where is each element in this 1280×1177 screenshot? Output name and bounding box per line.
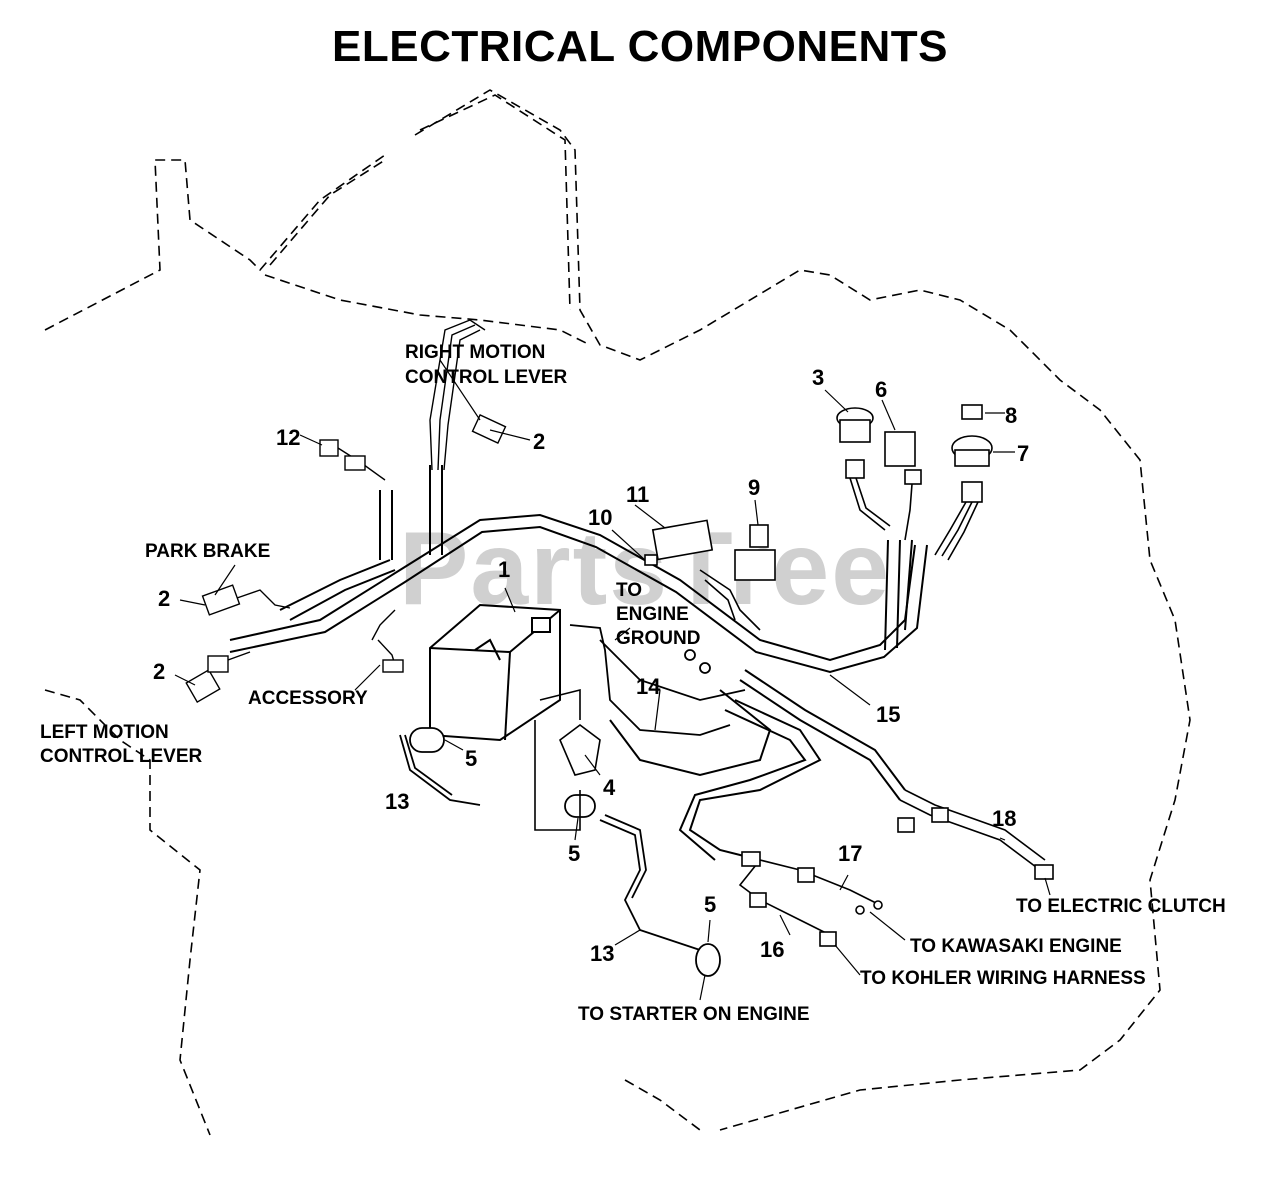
callout-8: 8 xyxy=(1005,403,1018,428)
label-to-kawasaki: TO KAWASAKI ENGINE xyxy=(910,936,1122,957)
label-to-kohler: TO KOHLER WIRING HARNESS xyxy=(860,968,1146,989)
cable-14 xyxy=(569,624,746,736)
left-motion-switch xyxy=(185,651,251,703)
chassis-outline xyxy=(44,89,1191,1136)
key-switch-7 xyxy=(934,435,993,561)
label-right-motion-line1: RIGHT MOTION xyxy=(405,342,546,363)
harness-16-17 xyxy=(738,851,883,947)
park-brake-switch xyxy=(201,584,291,616)
callout-7: 7 xyxy=(1017,441,1030,466)
callout-1: 1 xyxy=(498,557,511,582)
relay-9 xyxy=(734,524,776,581)
callout-2-park-brake: 2 xyxy=(158,586,171,611)
right-motion-wires xyxy=(429,319,507,471)
component-12 xyxy=(319,439,386,481)
switch-3 xyxy=(836,407,891,531)
harness-18 xyxy=(897,789,1054,880)
callout-18: 18 xyxy=(992,806,1017,831)
callout-14: 14 xyxy=(636,674,661,699)
label-to-engine-line3: GROUND xyxy=(616,628,701,649)
fuse-block-11 xyxy=(651,519,761,631)
label-to-engine-line2: ENGINE xyxy=(616,604,689,625)
label-right-motion-line2: CONTROL LEVER xyxy=(405,367,568,388)
callout-3: 3 xyxy=(812,365,825,390)
switch-6 xyxy=(884,431,922,541)
cable-13-lower xyxy=(399,727,481,806)
label-accessory: ACCESSORY xyxy=(248,688,368,709)
main-harness xyxy=(229,465,928,861)
callout-2-left-motion: 2 xyxy=(153,659,166,684)
callout-13-upper: 13 xyxy=(385,789,410,814)
label-to-starter: TO STARTER ON ENGINE xyxy=(578,1004,810,1025)
callout-6: 6 xyxy=(875,377,888,402)
callout-16: 16 xyxy=(760,937,785,962)
callout-15: 15 xyxy=(876,702,901,727)
label-left-motion-line2: CONTROL LEVER xyxy=(40,746,203,767)
callout-2-right-motion: 2 xyxy=(533,429,546,454)
label-left-motion-line1: LEFT MOTION xyxy=(40,722,169,743)
callout-11: 11 xyxy=(626,482,650,507)
label-park-brake: PARK BRAKE xyxy=(145,541,271,562)
callout-17: 17 xyxy=(838,841,863,866)
callout-10: 10 xyxy=(588,505,613,530)
callout-5-middle: 5 xyxy=(568,841,581,866)
callout-9: 9 xyxy=(748,475,761,500)
callout-12: 12 xyxy=(276,425,301,450)
leader-lines xyxy=(174,359,1051,1001)
cable-13-starter xyxy=(564,794,721,977)
callout-4: 4 xyxy=(603,775,616,800)
battery xyxy=(429,603,561,742)
label-to-clutch: TO ELECTRIC CLUTCH xyxy=(1016,896,1226,917)
key-8 xyxy=(961,404,983,420)
callout-5-lower: 5 xyxy=(704,892,717,917)
page-title: ELECTRICAL COMPONENTS xyxy=(332,22,948,71)
callout-13-lower: 13 xyxy=(590,941,615,966)
fuse-10 xyxy=(644,554,658,566)
callout-5-upper: 5 xyxy=(465,746,478,771)
label-to-engine-line1: TO xyxy=(616,580,643,601)
accessory-connector xyxy=(371,609,404,673)
